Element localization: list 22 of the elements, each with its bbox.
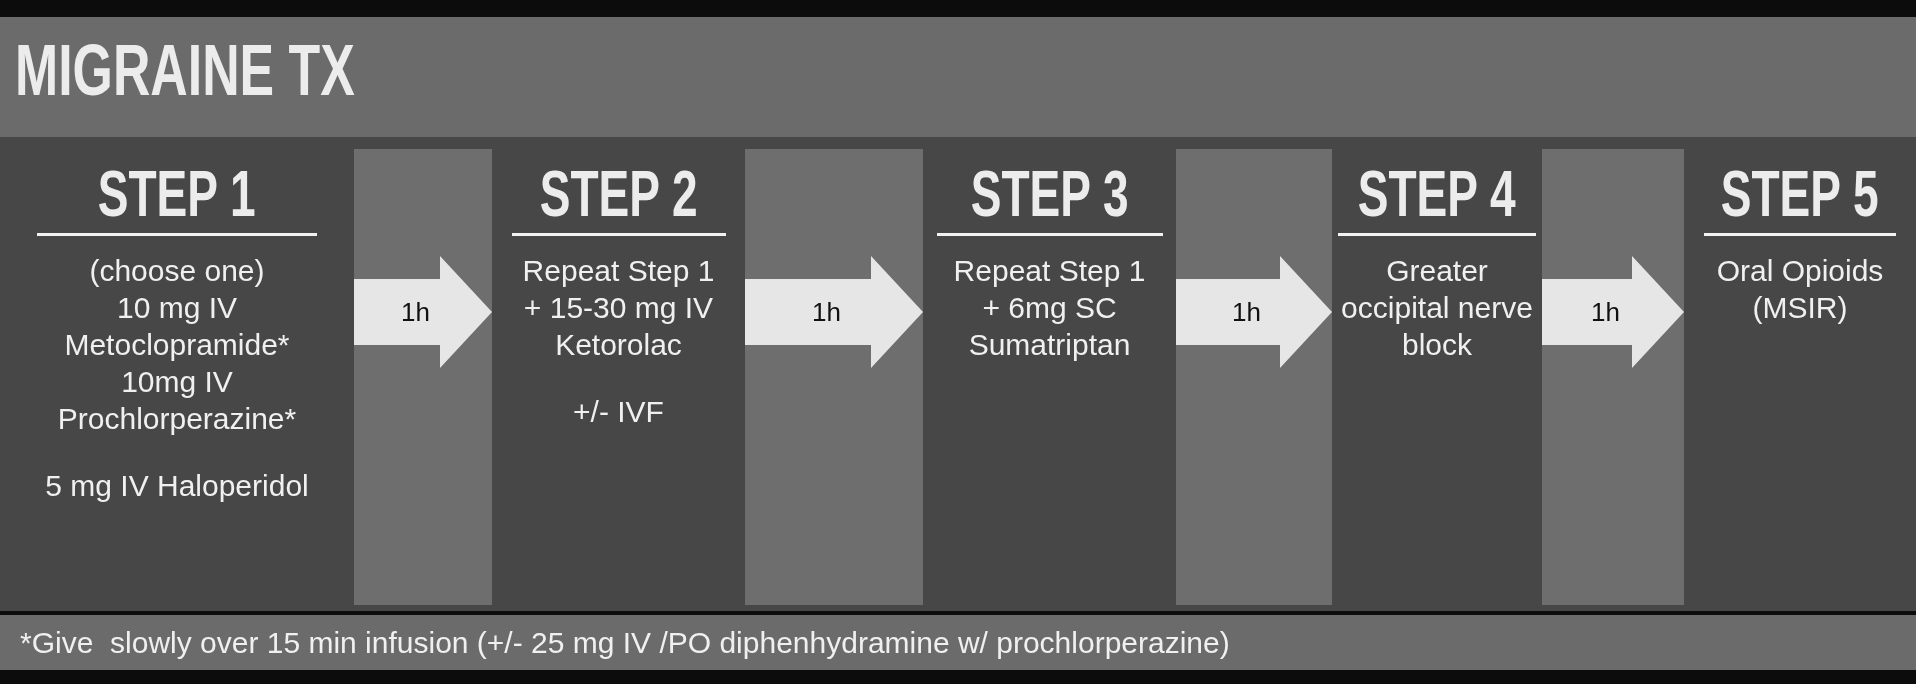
step-heading: STEP 4 xyxy=(1358,159,1516,229)
step-text: + 15-30 mg IV Ketorolac xyxy=(522,290,715,363)
step-text: 10mg IV Prochlorperazine* xyxy=(56,364,298,437)
edge-label: 1h xyxy=(401,297,430,327)
step-text: +/- IVF xyxy=(572,394,665,430)
step-text: Repeat Step 1 xyxy=(952,253,1147,289)
step-heading: STEP 5 xyxy=(1721,159,1879,229)
edge-label: 1h xyxy=(812,297,841,327)
title: MIGRAINE TX xyxy=(15,30,355,110)
step-text: (choose one) xyxy=(88,253,266,289)
step-text: 10 mg IV Metoclopramide* xyxy=(63,290,291,363)
step-heading: STEP 3 xyxy=(970,159,1129,229)
step-text: Repeat Step 1 xyxy=(521,253,716,289)
footnote: *Give slowly over 15 min infusion (+/- 25 mg IV /PO diphenhydramine w/ prochlorperazine) xyxy=(20,625,1230,661)
step-heading: STEP 2 xyxy=(539,159,698,229)
step-text: + 6mg SC Sumatriptan xyxy=(967,290,1132,363)
step-text: Greater occipital nerve block xyxy=(1340,253,1534,363)
step-text: 5 mg IV Haloperidol xyxy=(44,468,310,504)
step-heading: STEP 1 xyxy=(98,159,256,229)
edge-label: 1h xyxy=(1591,297,1620,327)
edge-label: 1h xyxy=(1232,297,1261,327)
step-text: Oral Opioids (MSIR) xyxy=(1715,253,1885,326)
